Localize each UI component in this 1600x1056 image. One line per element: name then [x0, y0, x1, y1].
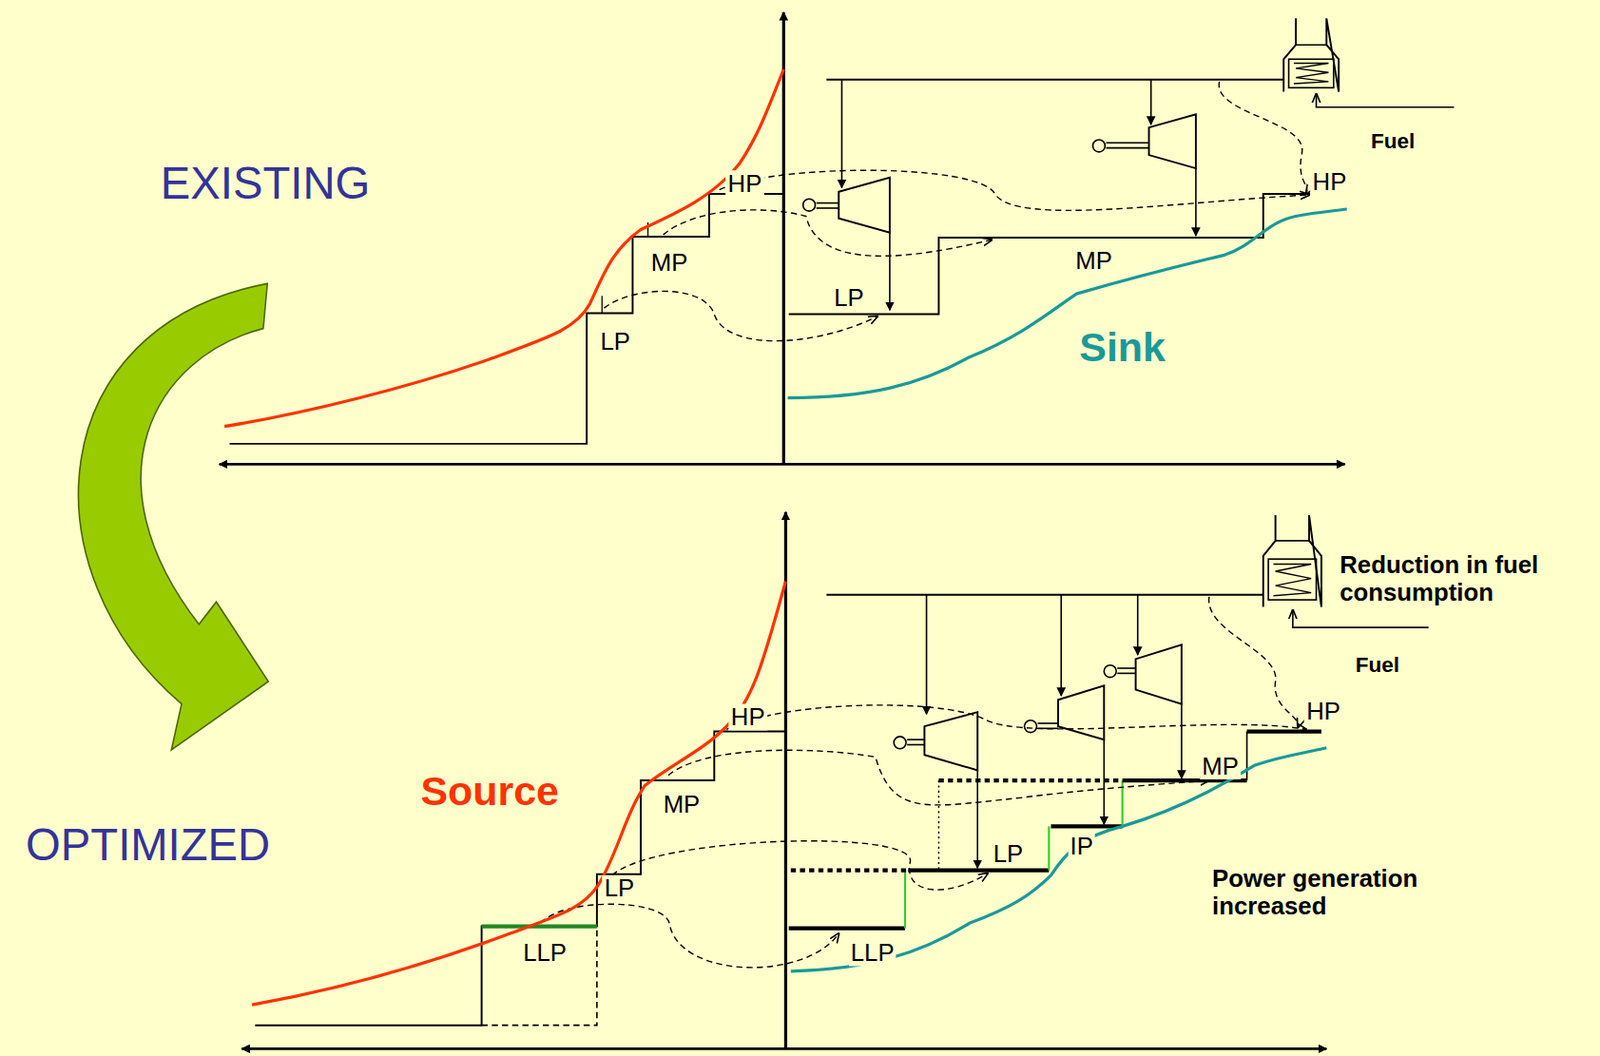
steam-level-label: LP — [602, 874, 637, 903]
steam-level-label: LLP — [520, 939, 569, 967]
note: Reduction in fuel consumption — [1339, 552, 1585, 608]
steam-level-label: MP — [1073, 247, 1115, 275]
steam-level-label: MP — [660, 790, 702, 819]
steam-level-label: HP — [725, 170, 764, 198]
steam-level-label: LP — [597, 327, 633, 356]
steam-level-label: LP — [991, 840, 1026, 868]
steam-level-label: HP — [1304, 697, 1343, 726]
fuel-label: Fuel — [1355, 653, 1400, 677]
steam-level-label: MP — [649, 249, 691, 277]
steam-level-label: HP — [729, 703, 768, 732]
steam-level-label: HP — [1310, 168, 1349, 196]
panel-title: EXISTING — [160, 158, 370, 210]
steam-level-label: LP — [831, 284, 867, 312]
steam-level-label: IP — [1067, 832, 1096, 861]
steam-level-label: LLP — [848, 939, 897, 967]
curve-label: Sink — [1079, 324, 1166, 370]
steam-level-label: MP — [1199, 752, 1241, 781]
fuel-label: Fuel — [1370, 128, 1415, 153]
note: Power generation increased — [1212, 865, 1478, 921]
panel-title: OPTIMIZED — [25, 819, 270, 870]
curve-label: Source — [420, 768, 560, 814]
